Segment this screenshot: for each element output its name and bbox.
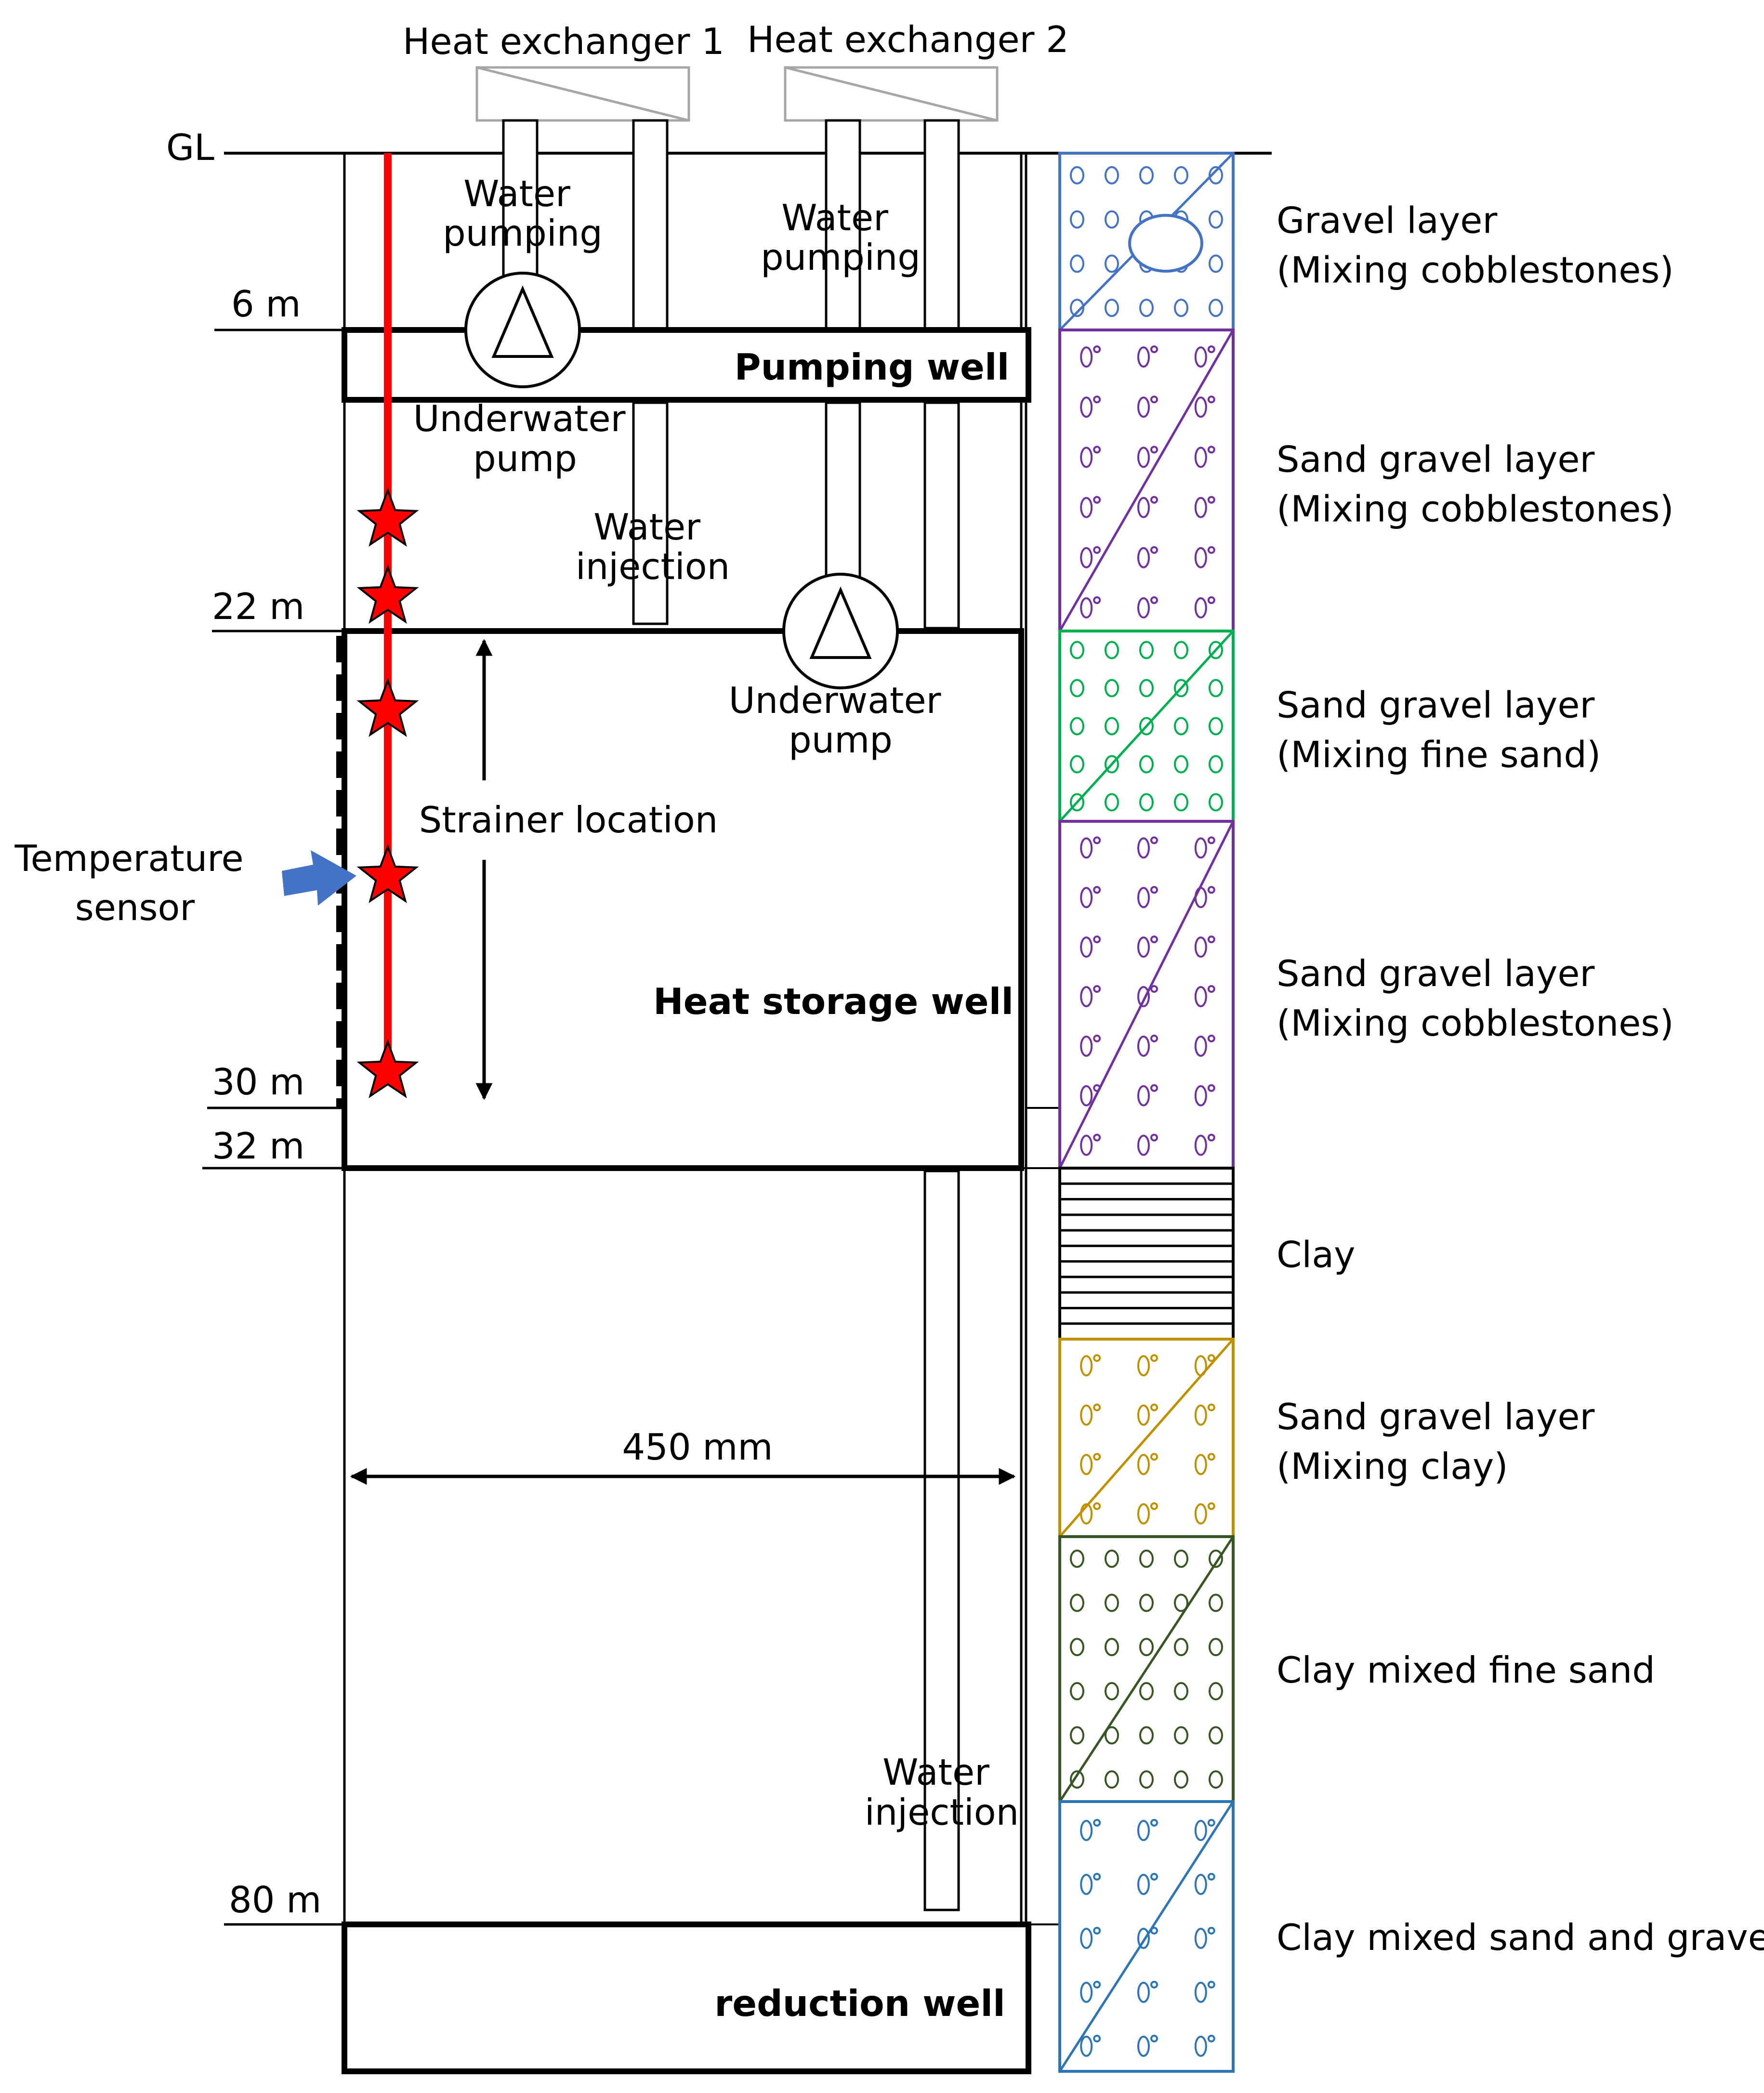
soil-layer-label: Clay <box>1277 1234 1356 1276</box>
injection-pipe-2-mid <box>923 401 960 630</box>
soil-layer-label: Sand gravel layer(Mixing fine sand) <box>1277 684 1601 776</box>
injection-pipe-1-lower <box>632 401 669 625</box>
water-injection-2-label: Water injection <box>865 1751 1019 1833</box>
soil-layer-label: Clay mixed fine sand <box>1277 1649 1655 1691</box>
heat-exchanger-1 <box>475 66 690 122</box>
heat-storage-well-label: Heat storage well <box>653 980 1014 1023</box>
depth-label-80m: 80 m <box>229 1879 321 1921</box>
depth-label-32m: 32 m <box>212 1125 304 1167</box>
heat-exchanger-2-label: Heat exchanger 2 <box>747 18 1069 61</box>
soil-layer <box>1058 152 1235 331</box>
soil-layer-labels: Gravel layer(Mixing cobblestones) Sand gr… <box>1277 199 1764 1959</box>
soil-layer <box>1058 1167 1235 1341</box>
depth-label-30m: 30 m <box>212 1061 304 1103</box>
heat-storage-well <box>342 628 1024 1171</box>
depth-label-6m: 6 m <box>231 283 301 325</box>
diameter-label: 450 mm <box>622 1426 773 1468</box>
pumping-well-label: Pumping well <box>735 346 1010 388</box>
soil-layer-label: Gravel layer(Mixing cobblestones) <box>1277 199 1674 291</box>
reduction-well-label: reduction well <box>714 1982 1005 2025</box>
soil-layer-label: Sand gravel layer(Mixing cobblestones) <box>1277 952 1674 1044</box>
depth-label-22m: 22 m <box>212 585 304 628</box>
temperature-sensor-star <box>356 565 419 624</box>
strainer-location-label: Strainer location <box>419 799 718 841</box>
soil-layer <box>1058 1535 1235 1803</box>
underwater-pump-2 <box>782 573 899 689</box>
soil-layer <box>1058 1800 1235 2073</box>
reduction-well <box>342 1922 1031 2074</box>
soil-layer-label: Sand gravel layer(Mixing cobblestones) <box>1277 438 1674 530</box>
temperature-sensor-label: Temperature sensor <box>14 837 255 929</box>
soil-layer <box>1058 329 1235 632</box>
temperature-sensor-star <box>356 1039 419 1098</box>
water-pumping-2-label: Water pumping <box>761 197 921 278</box>
water-pumping-1-label: Water pumping <box>443 172 603 254</box>
soil-layer-label: Clay mixed sand and gravel <box>1277 1916 1764 1959</box>
soil-column <box>1058 152 1235 2073</box>
heat-exchanger-1-label: Heat exchanger 1 <box>403 20 724 63</box>
temperature-sensor-stars <box>356 487 419 1098</box>
soil-layer <box>1058 1338 1235 1538</box>
soil-layer-label: Sand gravel layer(Mixing clay) <box>1277 1395 1594 1487</box>
heat-exchanger-2 <box>784 66 999 122</box>
pumping-well <box>342 327 1031 403</box>
temperature-sensor-star <box>356 844 419 903</box>
underwater-pump-1 <box>464 272 581 388</box>
soil-layer <box>1058 820 1235 1170</box>
temperature-sensor-pointer <box>282 850 356 906</box>
underwater-pump-1-label: Underwater pump <box>413 397 637 480</box>
water-injection-1-label: Water injection <box>576 506 730 588</box>
ground-level-label: GL <box>166 126 214 169</box>
pipe-continuations <box>632 401 960 1911</box>
underwater-pump-2-label: Underwater pump <box>729 679 953 761</box>
soil-layer <box>1058 630 1235 823</box>
injection-pipe-2-deep <box>923 1170 960 1911</box>
temperature-sensor-star <box>356 487 419 547</box>
temperature-sensor-star <box>356 678 419 737</box>
